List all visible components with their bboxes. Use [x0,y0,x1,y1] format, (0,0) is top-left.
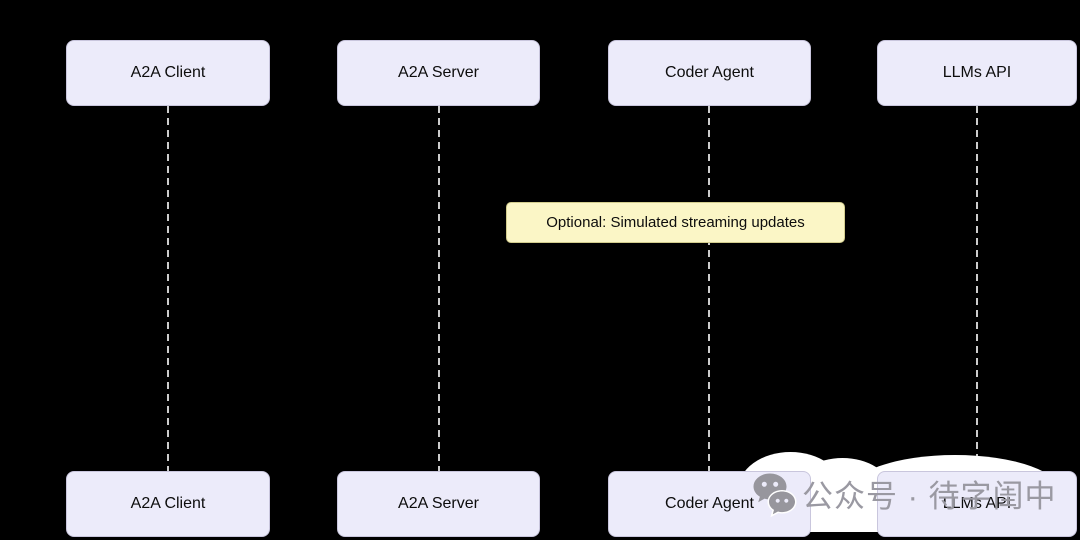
note-label: Optional: Simulated streaming updates [546,214,805,231]
participant-label: A2A Client [130,495,206,512]
participant-label: Coder Agent [665,495,754,512]
lifeline-a2a-client [167,106,169,471]
participant-top-a2a-client: A2A Client [66,40,270,106]
watermark-text: 公众号 · 待字闺中 [802,479,1057,514]
participant-bottom-a2a-server: A2A Server [337,471,540,537]
participant-top-a2a-server: A2A Server [337,40,540,106]
wechat-icon [753,473,797,518]
participant-bottom-a2a-client: A2A Client [66,471,270,537]
participant-top-llms-api: LLMs API [877,40,1077,106]
participant-label: LLMs API [942,64,1012,81]
participant-label: Coder Agent [665,64,754,81]
lifeline-a2a-server [438,106,440,471]
participant-label: A2A Server [398,64,479,81]
participant-bottom-llms-api: LLMs API [877,471,1077,537]
participant-label: A2A Client [130,64,206,81]
participant-label: LLMs API [942,495,1012,512]
participant-label: A2A Server [398,495,479,512]
participant-top-coder-agent: Coder Agent [608,40,811,106]
participant-bottom-coder-agent: Coder Agent [608,471,811,537]
note-optional-streaming: Optional: Simulated streaming updates [506,202,845,243]
lifeline-coder-agent [708,106,710,471]
lifeline-llms-api [976,106,978,471]
